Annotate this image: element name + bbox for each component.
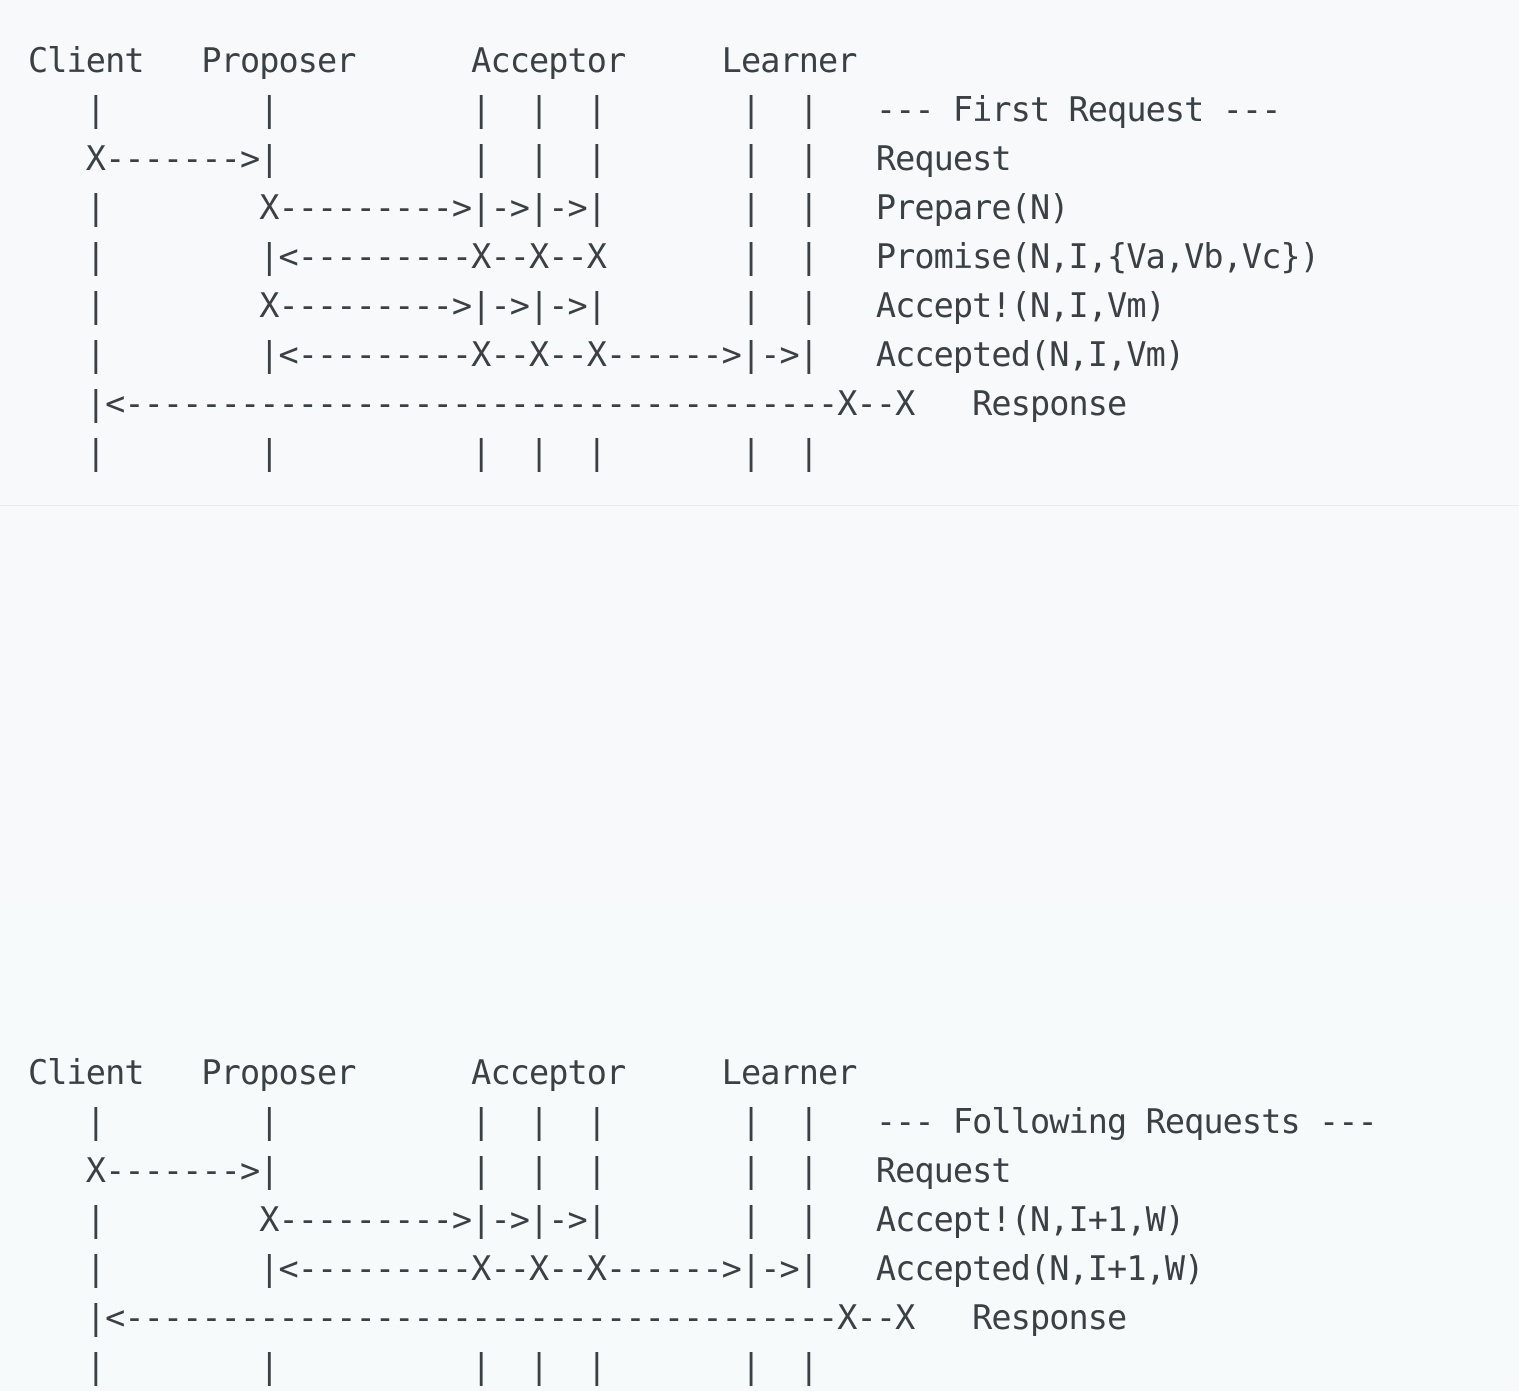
section-following-requests: Client Proposer Acceptor Learner | | | |… bbox=[0, 506, 1519, 1386]
section-first-request: Client Proposer Acceptor Learner | | | |… bbox=[0, 0, 1519, 506]
ascii-art-first-request: Client Proposer Acceptor Learner | | | |… bbox=[28, 41, 1320, 472]
ascii-art-following-requests: Client Proposer Acceptor Learner | | | |… bbox=[28, 1053, 1378, 1386]
